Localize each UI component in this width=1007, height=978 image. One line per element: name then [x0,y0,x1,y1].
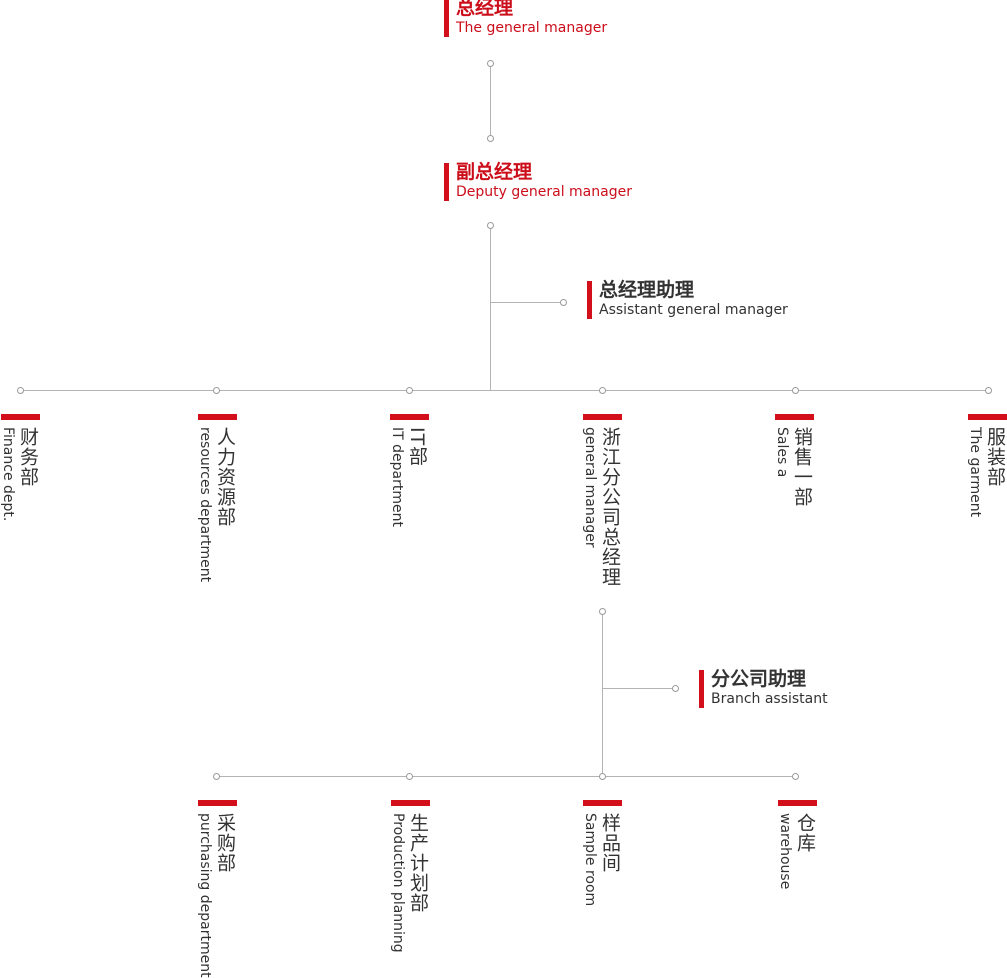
department-name-en: purchasing department [197,813,213,978]
node-dot [985,387,992,394]
node-dot [213,773,220,780]
department-name-en: Sample room [582,813,598,907]
accent-bar [390,414,429,420]
department-name-zh: 仓库 [794,813,816,853]
department-name-en: warehouse [777,813,793,890]
node-dot [487,135,494,142]
node-dot [792,387,799,394]
accent-bar [391,800,430,806]
connector-branch-assistant [602,688,673,689]
accent-bar [1,414,40,420]
accent-bar [444,0,449,37]
department-name-zh: 人力资源部 [214,427,236,527]
department-name-en: The garment [967,427,983,518]
accent-bar [699,670,704,708]
accent-bar [587,281,592,319]
department-name-zh: 服装部 [984,427,1006,487]
connector-departments [20,390,988,391]
accent-bar [775,414,814,420]
node-dot [599,773,606,780]
general-manager-node: 总经理 The general manager [444,0,607,37]
node-dot [17,387,24,394]
accent-bar [444,163,449,201]
node-title-en: The general manager [456,20,608,36]
connector-branch-trunk [602,612,603,776]
node-title-zh: 副总经理 [456,161,533,183]
node-dot [560,299,567,306]
accent-bar [778,800,817,806]
accent-bar [583,800,622,806]
department-name-en: Production planning [390,813,406,953]
node-dot [487,60,494,67]
node-title-en: Deputy general manager [456,184,632,200]
node-title-zh: 总经理助理 [599,279,695,301]
department-name-zh: 财务部 [17,427,39,487]
node-dot [406,773,413,780]
department-name-zh: 销售一部 [791,427,813,507]
connector-gm-deputy [490,65,491,137]
connector-branch-departments [216,776,795,777]
department-name-zh: 样品间 [599,813,621,873]
accent-bar [968,414,1007,420]
node-dot [599,608,606,615]
department-name-zh: 浙江分公司总经理 [599,427,621,587]
node-dot [406,387,413,394]
connector-assistant [490,302,561,303]
accent-bar [198,414,237,420]
department-name-en: Finance dept. [0,427,16,522]
connector-deputy-trunk [490,227,491,390]
department-name-en: Sales a [774,427,790,478]
node-title-zh: 总经理 [456,0,514,19]
node-title-en: Branch assistant [711,691,828,707]
accent-bar [198,800,237,806]
department-name-zh: IT部 [406,427,428,467]
department-name-en: general manager [582,427,598,548]
department-name-en: IT department [389,427,405,527]
node-title-en: Assistant general manager [599,302,788,318]
node-title-zh: 分公司助理 [711,668,807,690]
branch-assistant-node: 分公司助理 Branch assistant [699,668,828,708]
department-name-en: resources department [197,427,213,583]
accent-bar [583,414,622,420]
node-dot [672,685,679,692]
node-dot [487,222,494,229]
node-dot [792,773,799,780]
node-dot [599,387,606,394]
deputy-general-manager-node: 副总经理 Deputy general manager [444,161,632,201]
assistant-general-manager-node: 总经理助理 Assistant general manager [587,279,788,319]
department-name-zh: 采购部 [214,813,236,873]
node-dot [213,387,220,394]
department-name-zh: 生产计划部 [407,813,429,913]
